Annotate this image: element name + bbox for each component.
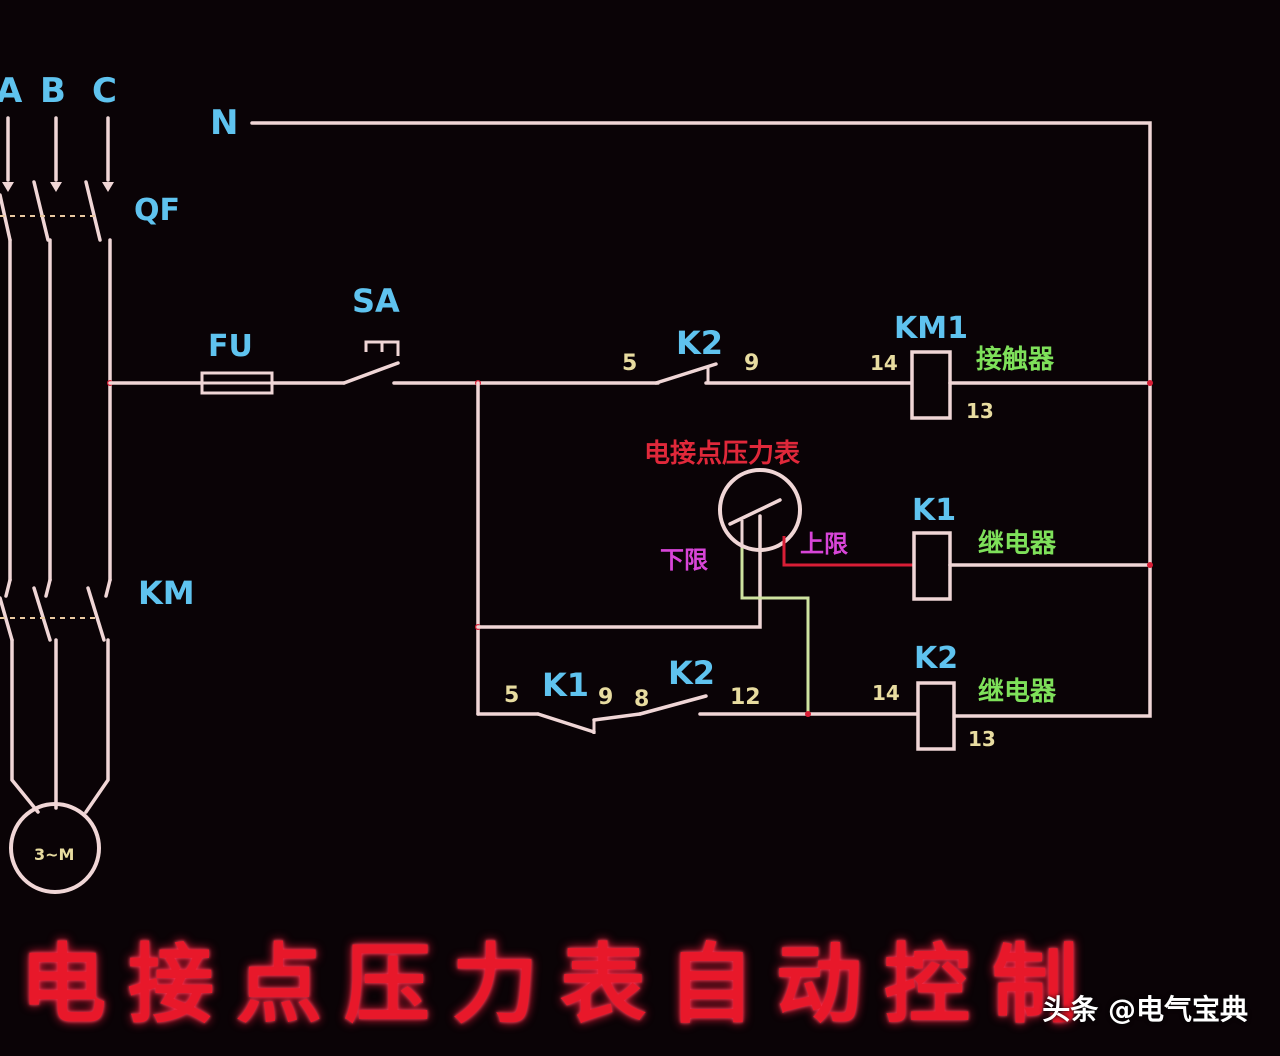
coil-k2-desc: 继电器 (978, 676, 1057, 707)
motor: 3~M (9, 802, 101, 894)
fuse-label: FU (208, 329, 253, 364)
gauge-high-label: 上限 (800, 530, 848, 558)
rung3-contact1-label: K1 (542, 666, 589, 704)
neutral-line: N (210, 103, 1152, 718)
contact-k2-rung1: K2 5 9 (622, 324, 759, 385)
coil-km1-out: 13 (966, 399, 994, 423)
main-power-circuit: A B C QF (0, 71, 195, 894)
rung3-node-a: 5 (504, 683, 519, 708)
neutral-label: N (210, 103, 238, 143)
phase-c-label: C (92, 71, 117, 111)
rung1-node-right: 9 (744, 351, 759, 376)
gauge-title: 电接点压力表 (644, 438, 801, 469)
coil-k1-label: K1 (912, 493, 956, 528)
diagram-title: 电接点压力表自动控制 (20, 935, 1100, 1035)
control-rung-1: FU SA K2 5 9 KM1 14 13 接触器 (108, 282, 1153, 423)
control-rung-3: 5 K1 9 8 K2 12 K2 14 13 继电器 (476, 641, 1057, 751)
rung3-node-d: 12 (730, 685, 761, 710)
coil-km1-in: 14 (870, 351, 898, 375)
switch-label: SA (352, 282, 400, 320)
motor-label: 3~M (34, 845, 74, 864)
coil-k1: K1 继电器 (912, 493, 1057, 601)
coil-k2-in: 14 (872, 681, 900, 705)
coil-k2: K2 14 13 继电器 (872, 641, 1057, 751)
contact-k2-rung3: 8 K2 12 (634, 654, 761, 716)
coil-k2-out: 13 (968, 727, 996, 751)
coil-km1-label: KM1 (894, 311, 968, 346)
gauge-low-label: 下限 (660, 546, 708, 574)
fuse-fu: FU (200, 329, 274, 395)
rung3-node-b: 9 (598, 685, 613, 710)
coil-km1-desc: 接触器 (976, 345, 1055, 375)
contact-k1-rung3: 5 K1 9 (504, 666, 613, 734)
coil-km1: KM1 14 13 接触器 (870, 311, 1055, 423)
breaker-qf: QF (0, 180, 180, 242)
rung3-node-c: 8 (634, 687, 649, 712)
phase-b-label: B (40, 71, 66, 111)
coil-k2-label: K2 (914, 641, 958, 676)
control-rung-2: 电接点压力表 下限 上限 K1 继电器 (475, 381, 1153, 716)
contactor-km: KM (0, 574, 195, 642)
switch-sa: SA (342, 282, 400, 385)
rung1-node-left: 5 (622, 351, 637, 376)
contactor-label: KM (138, 574, 195, 612)
rung1-contact-label: K2 (676, 324, 723, 362)
pressure-gauge: 电接点压力表 下限 上限 (644, 438, 848, 574)
watermark: 头条 @电气宝典 (1042, 993, 1248, 1026)
phase-a-label: A (0, 71, 23, 111)
coil-k1-desc: 继电器 (978, 528, 1057, 559)
rung3-contact2-label: K2 (668, 654, 715, 692)
breaker-label: QF (134, 193, 180, 228)
